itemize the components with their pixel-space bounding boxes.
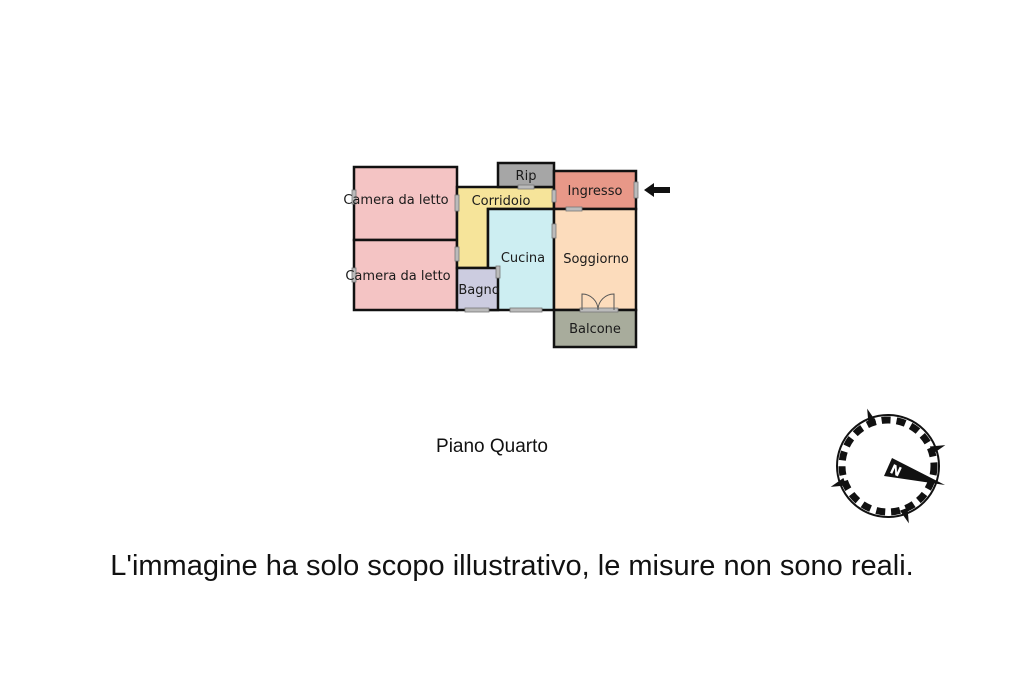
compass-icon: N bbox=[830, 408, 946, 524]
room-bedroom-bottom bbox=[352, 238, 459, 312]
balcony-doors bbox=[581, 293, 615, 311]
label-bedroom-bottom: Camera da letto bbox=[345, 269, 450, 284]
room-bathroom bbox=[455, 266, 500, 312]
room-living bbox=[552, 207, 638, 312]
room-balcony bbox=[552, 308, 638, 349]
entrance-arrow-icon bbox=[644, 183, 670, 197]
room-storage bbox=[496, 161, 556, 189]
label-hallway: Corridoio bbox=[472, 194, 531, 209]
label-entrance: Ingresso bbox=[568, 184, 623, 199]
openings bbox=[351, 181, 639, 313]
label-kitchen: Cucina bbox=[501, 251, 545, 266]
label-balcony: Balcone bbox=[569, 322, 621, 337]
label-bedroom-top: Camera da letto bbox=[343, 193, 448, 208]
disclaimer-text: L'immagine ha solo scopo illustrativo, l… bbox=[110, 550, 914, 582]
floor-label: Piano Quarto bbox=[436, 436, 548, 457]
label-bathroom: Bagno bbox=[458, 283, 499, 298]
label-living: Soggiorno bbox=[563, 252, 629, 267]
label-storage: Rip bbox=[516, 169, 537, 184]
